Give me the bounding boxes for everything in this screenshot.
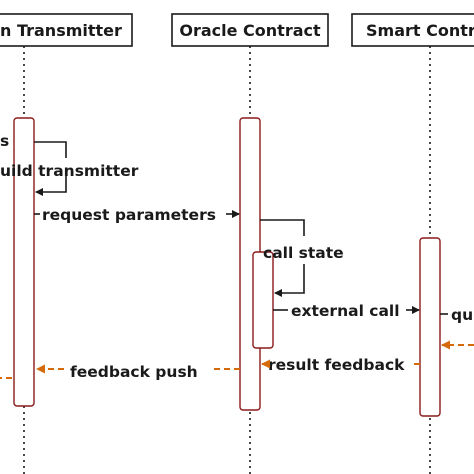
message-label-request-parameters: request parameters bbox=[42, 206, 216, 224]
call-state-return-arrow bbox=[274, 264, 305, 297]
participant-transmitter-label: n Transmitter bbox=[0, 21, 122, 40]
participant-transmitter: n Transmitter bbox=[0, 13, 133, 47]
participant-smart-contract: Smart Contr bbox=[351, 13, 474, 47]
build-transmitter-arrow bbox=[35, 176, 67, 196]
message-label-external-call: external call bbox=[291, 302, 400, 320]
participant-smart-contract-label: Smart Contr bbox=[366, 21, 474, 40]
self-call-arrow bbox=[34, 141, 67, 158]
activation-oracle-nested bbox=[252, 251, 274, 349]
message-label-call-state: call state bbox=[263, 244, 344, 262]
call-state-arrow bbox=[260, 219, 305, 236]
activation-transmitter bbox=[13, 117, 35, 407]
message-label-query: qu bbox=[451, 306, 473, 324]
participant-oracle-contract-label: Oracle Contract bbox=[179, 21, 321, 40]
participant-oracle-contract: Oracle Contract bbox=[171, 13, 329, 47]
message-label-self-call: s bbox=[0, 132, 9, 150]
message-label-result-feedback: result feedback bbox=[268, 356, 405, 374]
message-label-feedback-push: feedback push bbox=[70, 363, 198, 381]
message-label-build-transmitter: uild transmitter bbox=[0, 162, 139, 180]
activation-smart-contract bbox=[419, 237, 441, 417]
